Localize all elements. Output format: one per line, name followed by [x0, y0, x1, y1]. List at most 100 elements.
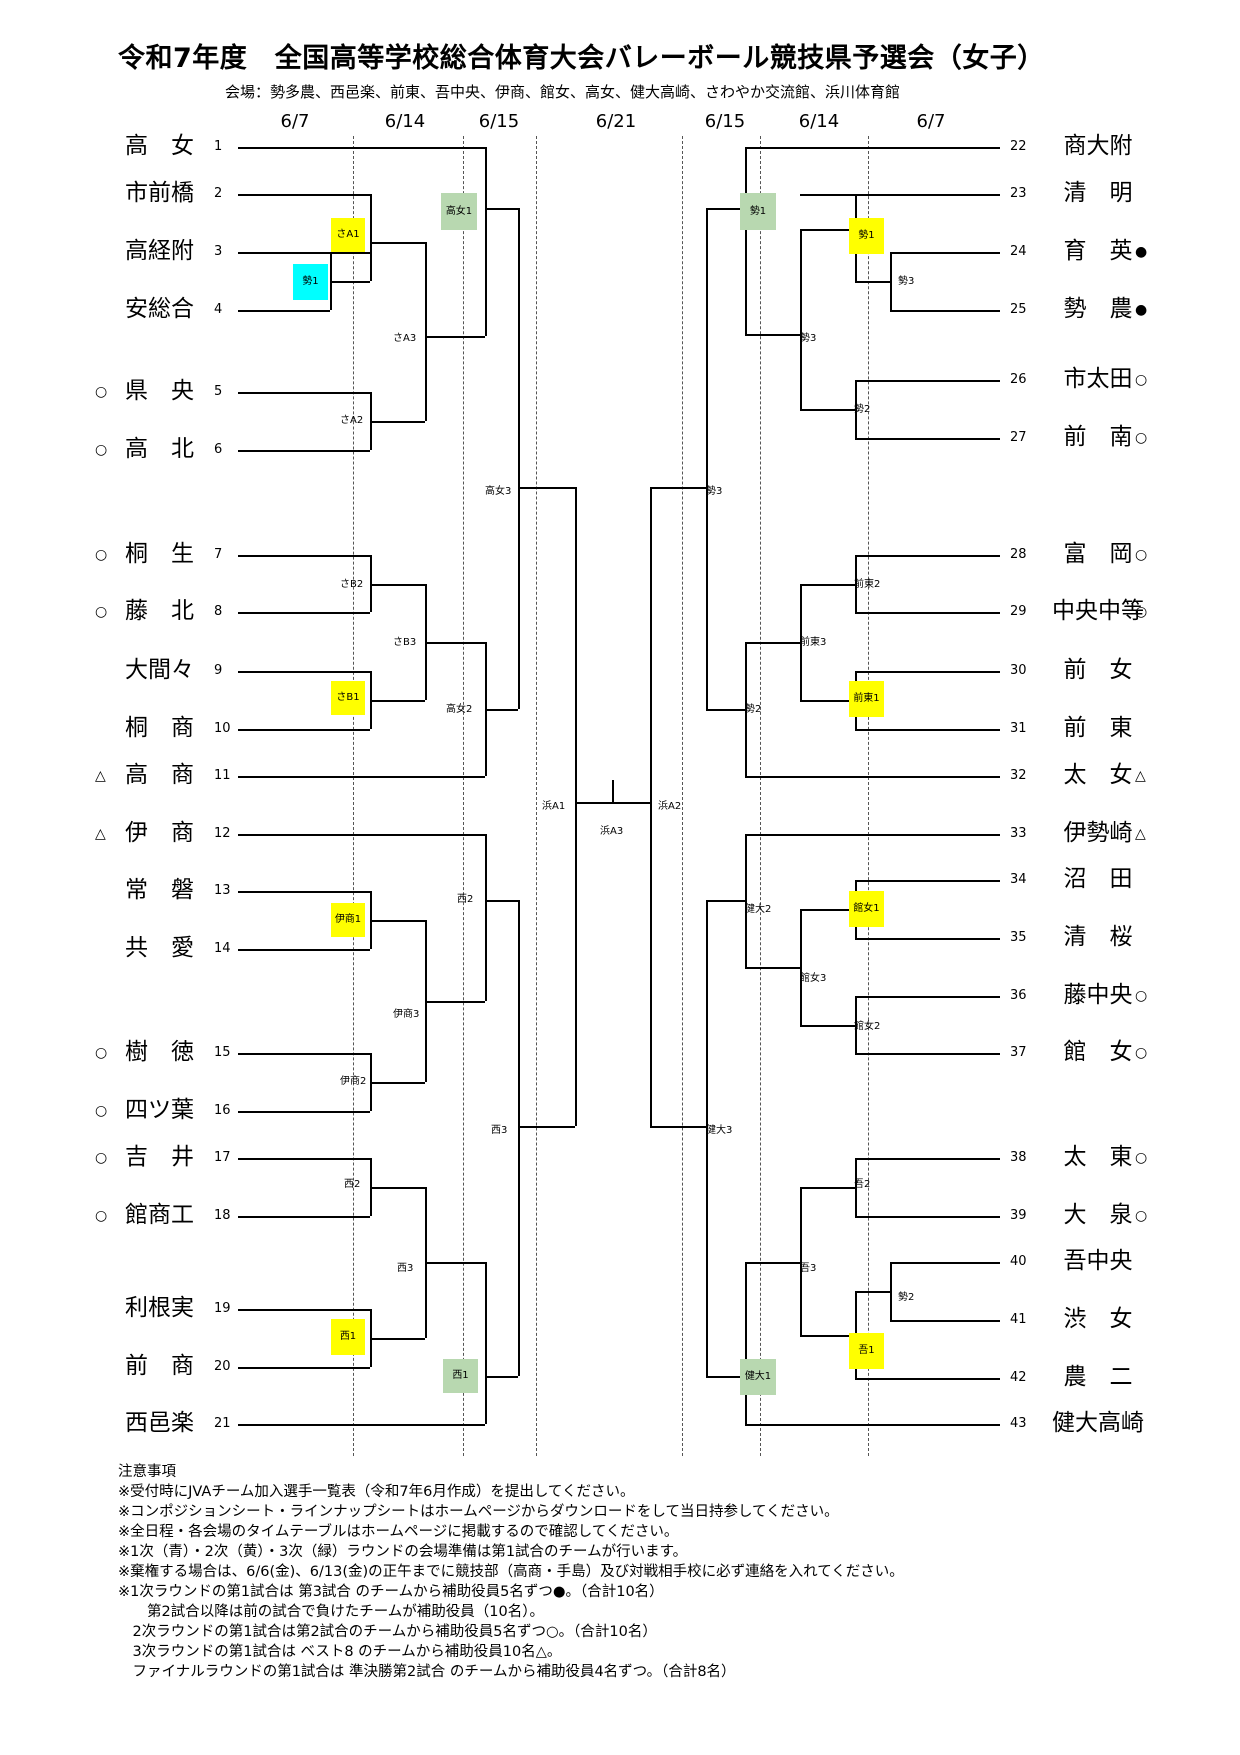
note-line: ※コンポジションシート・ラインナップシートはホームページからダウンロードをして当… [118, 1504, 839, 1520]
bracket-line [745, 834, 747, 967]
venue-box-yellow: 前東1 [849, 681, 884, 717]
team-name: 渋 女 [1063, 1306, 1133, 1332]
team-name: 四ツ葉 [125, 1097, 194, 1123]
date-header-6-7-left: 6/7 [280, 111, 310, 132]
bracket-line [855, 380, 857, 438]
duty-mark: ○ [95, 442, 108, 458]
duty-mark: ○ [1135, 604, 1148, 620]
match-label: 高女3 [485, 486, 512, 497]
bracket-line [855, 380, 1000, 382]
venue-box-yellow: さB1 [331, 681, 365, 715]
bracket-line [745, 1262, 747, 1424]
note-line: ※1次（青）・2次（黄）・3次（緑）ラウンドの会場準備は第1試合のチームが行いま… [118, 1544, 688, 1560]
match-label: さA3 [393, 333, 417, 344]
venue-box-green: 西1 [443, 1359, 478, 1393]
team-name: 市前橋 [125, 180, 194, 206]
duty-mark: ● [1135, 302, 1148, 318]
bracket-line [855, 1158, 857, 1216]
bracket-line [745, 642, 747, 776]
team-number: 19 [214, 1301, 231, 1316]
team-number: 11 [214, 768, 231, 783]
bracket-line [855, 880, 1000, 882]
team-number: 25 [1010, 302, 1027, 317]
team-name: 西邑楽 [125, 1410, 194, 1436]
date-header-6-7-right: 6/7 [916, 111, 946, 132]
team-name: 館商工 [125, 1202, 194, 1228]
bracket-line [238, 1216, 370, 1218]
bracket-line [370, 584, 425, 586]
bracket-line [800, 229, 855, 231]
team-name: 商大附 [1063, 133, 1133, 159]
bracket-line [855, 996, 857, 1053]
team-number: 38 [1010, 1150, 1027, 1165]
team-name: 育 英 [1063, 238, 1133, 264]
team-name: 高 女 [125, 133, 194, 159]
venue-box-yellow: 勢1 [849, 218, 884, 254]
bracket-line [238, 147, 485, 149]
team-name: 伊 商 [125, 820, 194, 846]
team-number: 30 [1010, 663, 1027, 678]
team-number: 43 [1010, 1416, 1027, 1431]
bracket-line [238, 1111, 370, 1113]
team-name: 沼 田 [1063, 866, 1133, 892]
bracket-line [485, 1262, 487, 1424]
match-label: 西3 [491, 1125, 508, 1136]
bracket-line [800, 1187, 855, 1189]
bracket-line [800, 1335, 855, 1337]
note-line: ※棄権する場合は、6/6(金)、6/13(金)の正午までに競技部（高商・手島）及… [118, 1564, 904, 1580]
page-title: 令和7年度 全国高等学校総合体育大会バレーボール競技県予選会（女子） [118, 43, 1045, 74]
bracket-line [745, 147, 747, 334]
duty-mark: ○ [1135, 1150, 1148, 1166]
bracket-line [518, 487, 575, 489]
duty-mark: ○ [95, 1045, 108, 1061]
date-header-6-21: 6/21 [595, 111, 637, 132]
bracket-line [575, 487, 577, 1126]
duty-mark: ○ [95, 384, 108, 400]
bracket-line [650, 487, 652, 1126]
bracket-line [855, 281, 890, 283]
bracket-line [238, 1424, 485, 1426]
bracket-line [855, 612, 1000, 614]
bracket-line [855, 438, 1000, 440]
bracket-line [238, 1309, 370, 1311]
bracket-line [370, 1187, 425, 1189]
match-label: 勢2 [898, 1292, 915, 1303]
bracket-line [612, 802, 650, 804]
team-name: 前 南 [1063, 424, 1133, 450]
bracket-line [330, 281, 370, 283]
venue-box-yellow: 吾1 [849, 1333, 884, 1369]
note-line: 第2試合以降は前の試合で負けたチームが補助役員（10名）。 [118, 1604, 544, 1620]
bracket-line [425, 1262, 485, 1264]
team-number: 21 [214, 1416, 231, 1431]
note-line: ※受付時にJVAチーム加入選手一覧表（令和7年6月作成）を提出してください。 [118, 1484, 635, 1500]
bracket-line [745, 334, 800, 336]
team-name: 藤中央 [1063, 982, 1133, 1008]
bracket-line [890, 310, 1000, 312]
duty-mark: ○ [1135, 430, 1148, 446]
bracket-line [238, 1158, 370, 1160]
match-label: 浜A3 [600, 826, 624, 837]
notes-heading: 注意事項 [118, 1464, 176, 1480]
match-label: 館女3 [800, 973, 827, 984]
date-header-6-14-right: 6/14 [798, 111, 840, 132]
bracket-line [370, 1338, 425, 1340]
bracket-line [485, 147, 487, 336]
bracket-line [855, 1378, 1000, 1380]
bracket-line [425, 642, 485, 644]
team-name: 高 商 [125, 762, 194, 788]
duty-mark: ○ [95, 547, 108, 563]
team-number: 24 [1010, 244, 1027, 259]
bracket-line [890, 1262, 1000, 1264]
bracket-line [855, 671, 1000, 673]
team-number: 9 [214, 663, 223, 678]
bracket-line [890, 252, 892, 310]
bracket-line [745, 776, 1000, 778]
bracket-line [890, 1262, 892, 1320]
bracket-line [745, 834, 1000, 836]
team-number: 12 [214, 826, 231, 841]
team-name: 勢 農 [1063, 296, 1133, 322]
bracket-line [855, 555, 857, 612]
bracket-line [855, 1216, 1000, 1218]
date-header-6-15-left: 6/15 [478, 111, 520, 132]
bracket-line [706, 1376, 745, 1378]
